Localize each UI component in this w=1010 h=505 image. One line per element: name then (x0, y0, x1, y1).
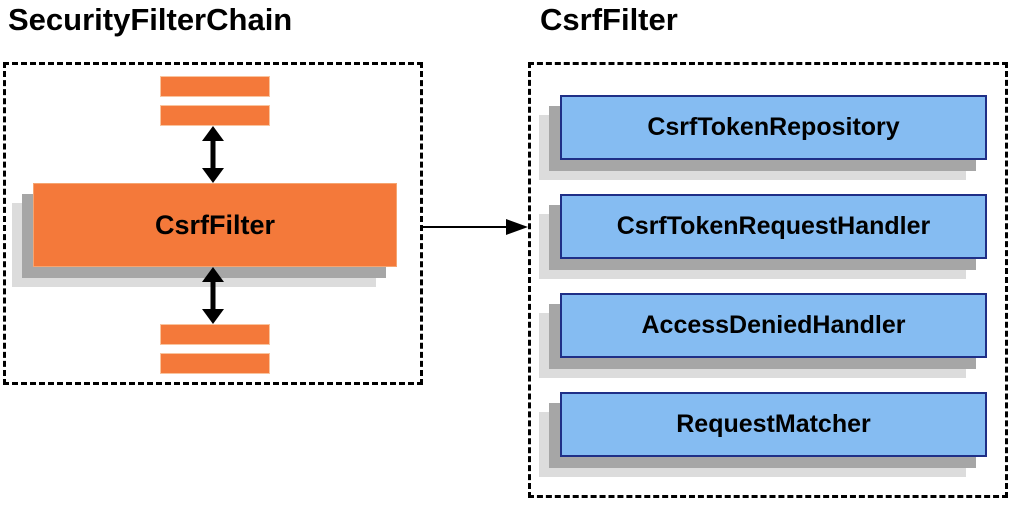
component-label: CsrfTokenRequestHandler (616, 212, 931, 240)
double-arrow-icon (202, 267, 224, 324)
component-label: RequestMatcher (676, 410, 871, 438)
security-filter-chain-container (3, 62, 423, 385)
filter-placeholder-bar (160, 353, 270, 374)
csrf-filter-box: CsrfFilter (33, 183, 397, 267)
csrf-filter-components-container (528, 62, 1008, 498)
filter-placeholder-bar (160, 76, 270, 97)
filter-placeholder-bar (160, 105, 270, 126)
component-box-csrf-token-request-handler: CsrfTokenRequestHandler (560, 194, 987, 259)
filter-placeholder-bar (160, 324, 270, 345)
component-box-access-denied-handler: AccessDeniedHandler (560, 293, 987, 358)
component-box-csrf-token-repository: CsrfTokenRepository (560, 95, 987, 160)
component-label: CsrfTokenRepository (647, 113, 900, 141)
double-arrow-icon (202, 126, 224, 183)
security-filter-chain-title: SecurityFilterChain (8, 2, 293, 37)
right-arrow-icon (421, 219, 528, 235)
component-label: AccessDeniedHandler (641, 311, 906, 339)
csrf-filter-title: CsrfFilter (540, 2, 678, 37)
csrf-filter-box-label: CsrfFilter (154, 209, 276, 240)
component-box-request-matcher: RequestMatcher (560, 392, 987, 457)
